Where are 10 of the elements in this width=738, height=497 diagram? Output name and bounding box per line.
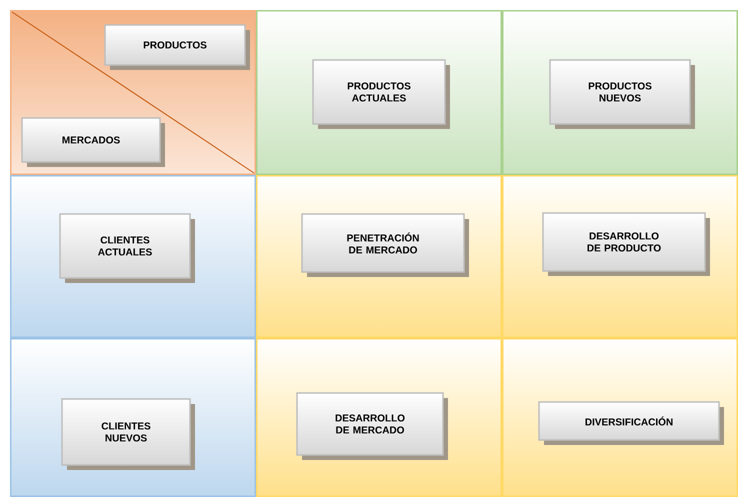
label-box: PENETRACIÓN DE MERCADO	[301, 213, 469, 277]
label-box: DESARROLLO DE MERCADO	[296, 392, 448, 460]
label-box: PRODUCTOS	[104, 24, 250, 70]
label-box: MERCADOS	[21, 117, 165, 167]
label-box: PRODUCTOS NUEVOS	[549, 59, 695, 129]
label-box: DIVERSIFICACIÓN	[538, 401, 724, 445]
label-box: PRODUCTOS ACTUALES	[312, 59, 450, 129]
label-box: DESARROLLO DE PRODUCTO	[542, 212, 710, 276]
label-box: CLIENTES NUEVOS	[61, 398, 195, 470]
label-box: CLIENTES ACTUALES	[59, 213, 195, 283]
